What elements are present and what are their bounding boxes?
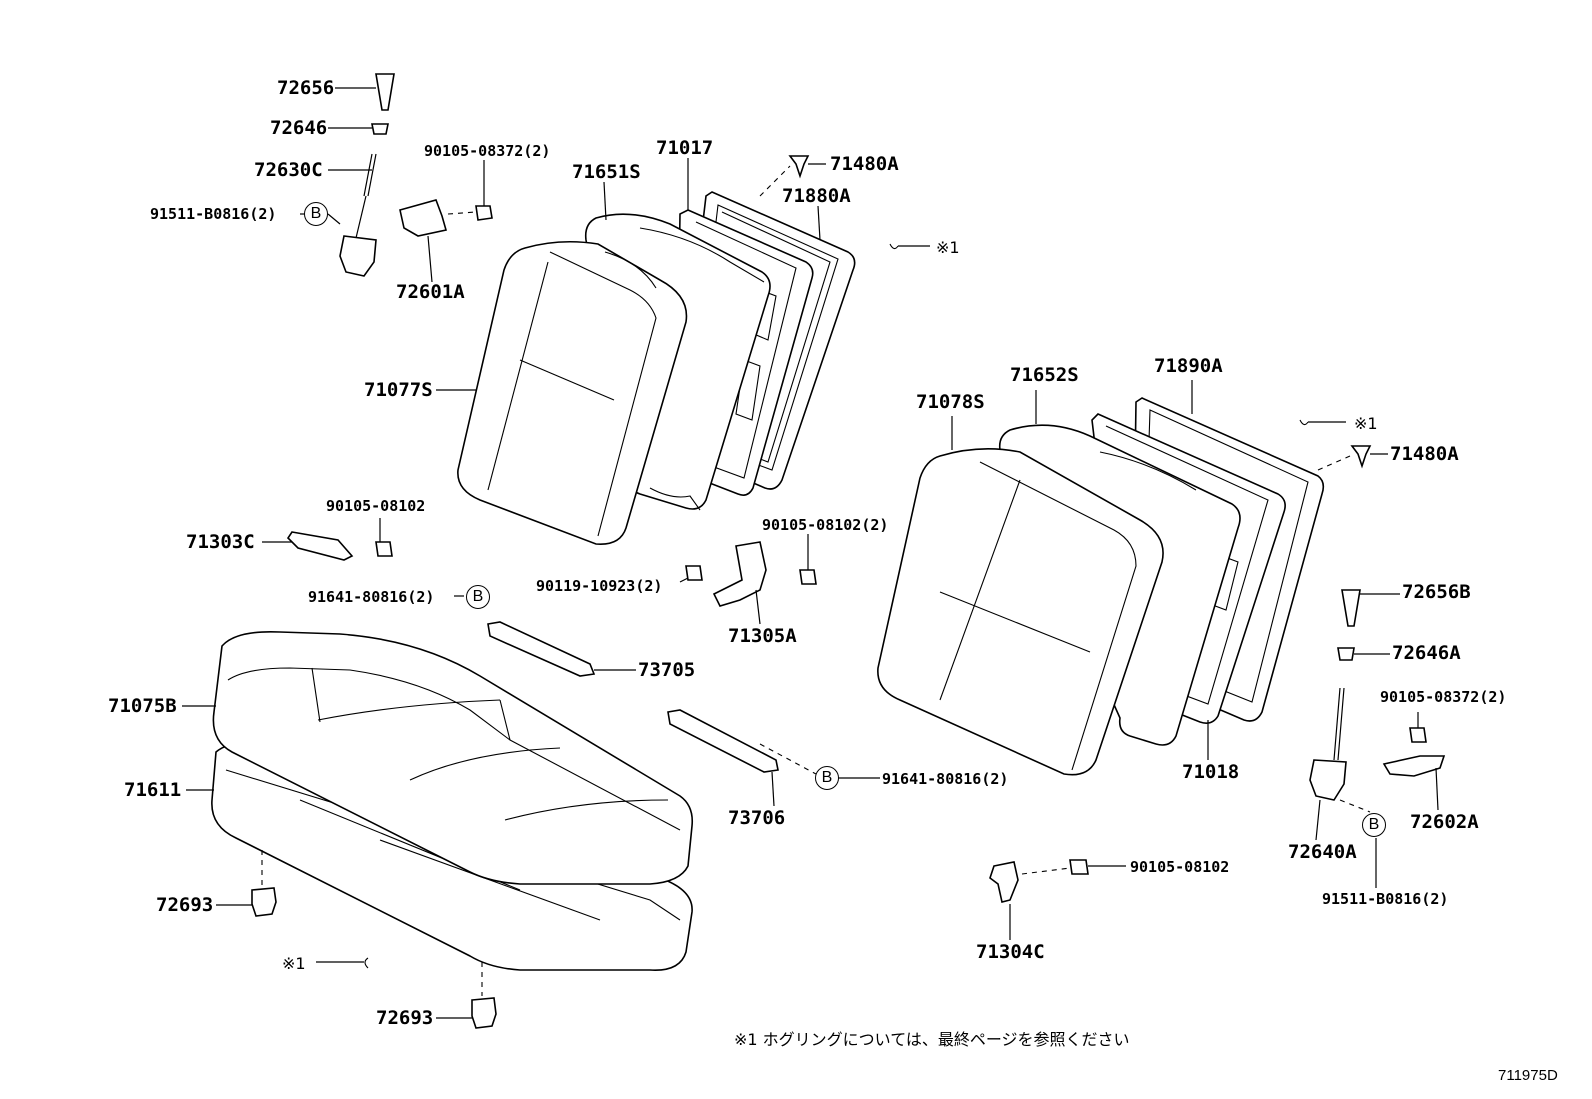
label-71303c: 71303C xyxy=(186,531,255,553)
label-72656: 72656 xyxy=(277,77,335,99)
label-71890a: 71890A xyxy=(1154,355,1223,377)
ref-marker-b-2: B xyxy=(466,585,490,609)
label-72630c: 72630C xyxy=(254,159,323,181)
seatback-cover-right xyxy=(877,448,1164,776)
label-72640a: 72640A xyxy=(1288,841,1357,863)
release-cable-72630c xyxy=(339,153,377,277)
label-71651s: 71651S xyxy=(572,161,641,183)
label-71075b: 71075B xyxy=(108,695,177,717)
label-71880a: 71880A xyxy=(782,185,851,207)
hog-ring-left xyxy=(889,243,899,250)
label-hog-ring-right: ※1 xyxy=(1354,414,1378,433)
knob-72656 xyxy=(375,73,395,111)
label-90105-08102-left: 90105-08102 xyxy=(326,497,426,515)
bolt-90105-08372-left xyxy=(475,205,493,221)
bracket-71304c xyxy=(989,861,1019,903)
label-90105-08102-mid: 90105-08102(2) xyxy=(762,516,889,534)
bolt-90105-08102-mid xyxy=(799,569,817,585)
label-73706: 73706 xyxy=(728,807,786,829)
label-91511-right: 91511-B0816(2) xyxy=(1322,890,1449,908)
bolt-90105-08372-right xyxy=(1409,727,1427,743)
label-71480a-left: 71480A xyxy=(830,153,899,175)
label-hog-ring-bottom: ※1 xyxy=(282,954,306,973)
clip-72693-a xyxy=(251,887,277,917)
hog-ring-right xyxy=(1299,419,1309,426)
label-73705: 73705 xyxy=(638,659,696,681)
label-72693-b: 72693 xyxy=(376,1007,434,1029)
label-71017: 71017 xyxy=(656,137,714,159)
footnote: ※1 ホグリングについては、最終ページを参照ください xyxy=(734,1030,1130,1049)
label-72693-a: 72693 xyxy=(156,894,214,916)
seat-cushion-cover xyxy=(212,630,694,885)
label-72602a: 72602A xyxy=(1410,811,1479,833)
label-90105-08102-right: 90105-08102 xyxy=(1130,858,1230,876)
hinge-72601a xyxy=(399,199,448,237)
bracket-71303c xyxy=(286,531,354,561)
strap-73705 xyxy=(487,621,596,677)
label-91511-left: 91511-B0816(2) xyxy=(150,205,277,223)
bolt-90105-08102-left xyxy=(375,541,393,557)
bushing-72646a xyxy=(1337,647,1355,661)
label-72656b: 72656B xyxy=(1402,581,1471,603)
bolt-90119-10923 xyxy=(685,565,703,581)
ref-marker-b-3: B xyxy=(815,766,839,790)
label-71018: 71018 xyxy=(1182,761,1240,783)
leader-lines xyxy=(182,87,1439,1019)
label-71611: 71611 xyxy=(124,779,182,801)
label-90119-10923: 90119-10923(2) xyxy=(536,577,663,595)
label-71078s: 71078S xyxy=(916,391,985,413)
hinge-71305a xyxy=(712,541,767,607)
label-90105-08372-left: 90105-08372(2) xyxy=(424,142,551,160)
label-72646a: 72646A xyxy=(1392,642,1461,664)
clip-71480a-right xyxy=(1350,445,1372,469)
bolt-90105-08102-right xyxy=(1069,859,1089,875)
label-91641-left: 91641-80816(2) xyxy=(308,588,435,606)
strap-73706 xyxy=(667,709,779,773)
drawing-number: 711975D xyxy=(1498,1067,1558,1084)
label-71304c: 71304C xyxy=(976,941,1045,963)
ref-marker-b-4: B xyxy=(1362,813,1386,837)
label-71652s: 71652S xyxy=(1010,364,1079,386)
label-72646: 72646 xyxy=(270,117,328,139)
bushing-72646 xyxy=(371,123,389,135)
label-71305a: 71305A xyxy=(728,625,797,647)
label-71077s: 71077S xyxy=(364,379,433,401)
label-90105-08372-right: 90105-08372(2) xyxy=(1380,688,1507,706)
hinge-72602a xyxy=(1382,755,1446,777)
ref-marker-b-1: B xyxy=(304,202,328,226)
label-71480a-right: 71480A xyxy=(1390,443,1459,465)
seatback-cover-left xyxy=(457,240,688,545)
lock-72640a xyxy=(1309,687,1347,801)
knob-72656b xyxy=(1341,589,1361,627)
label-91641-right: 91641-80816(2) xyxy=(882,770,1009,788)
label-72601a: 72601A xyxy=(396,281,465,303)
clip-71480a-left xyxy=(788,155,810,179)
label-hog-ring-left: ※1 xyxy=(936,238,960,257)
clip-72693-b xyxy=(471,997,497,1029)
